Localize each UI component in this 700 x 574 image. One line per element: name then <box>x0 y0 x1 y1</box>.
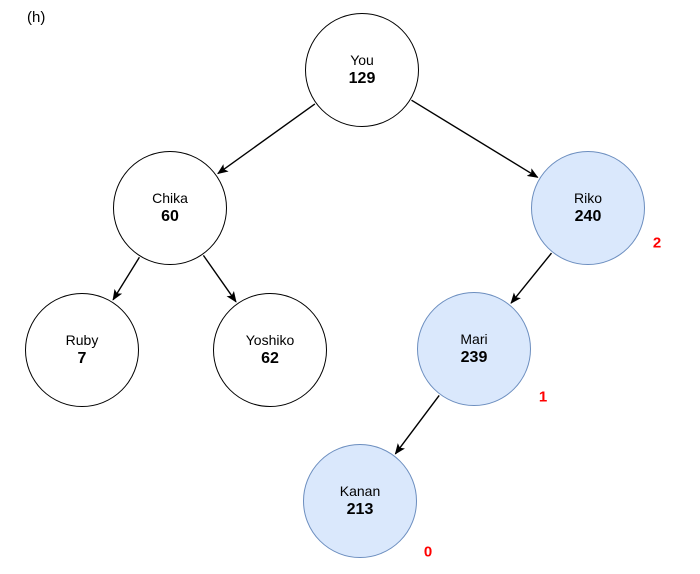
node-value-label: 240 <box>574 208 602 225</box>
node-value-label: 239 <box>460 349 488 366</box>
tree-node-mari: Mari 239 <box>417 292 531 406</box>
tree-node-chika: Chika 60 <box>113 151 227 265</box>
node-name-label: Ruby <box>65 332 99 348</box>
figure-label: (h) <box>27 9 46 26</box>
edge-you-chika <box>217 103 316 175</box>
node-name-label: Yoshiko <box>245 332 295 348</box>
edge-mari-kanan <box>394 394 440 455</box>
edge-you-riko <box>411 99 539 178</box>
tree-node-riko: Riko 240 <box>531 151 645 265</box>
tree-node-kanan: Kanan 213 <box>303 444 417 558</box>
node-value-label: 60 <box>161 208 179 225</box>
node-name-label: Riko <box>573 190 602 206</box>
annotation-mari: 1 <box>538 388 548 406</box>
annotation-kanan: 0 <box>423 543 433 561</box>
annotation-riko: 2 <box>652 234 662 252</box>
node-value-label: 7 <box>77 350 87 367</box>
edge-chika-ruby <box>112 256 140 301</box>
edge-chika-yoshiko <box>202 254 237 303</box>
node-value-label: 62 <box>261 350 279 367</box>
tree-node-you: You 129 <box>305 13 419 127</box>
node-value-label: 129 <box>348 70 376 87</box>
node-value-label: 213 <box>346 501 374 518</box>
node-name-label: Chika <box>152 190 188 206</box>
node-name-label: Kanan <box>339 483 381 499</box>
tree-node-yoshiko: Yoshiko 62 <box>213 293 327 407</box>
edge-riko-mari <box>510 252 553 304</box>
tree-node-ruby: Ruby 7 <box>25 293 139 407</box>
node-name-label: Mari <box>460 331 488 347</box>
node-name-label: You <box>350 52 374 68</box>
